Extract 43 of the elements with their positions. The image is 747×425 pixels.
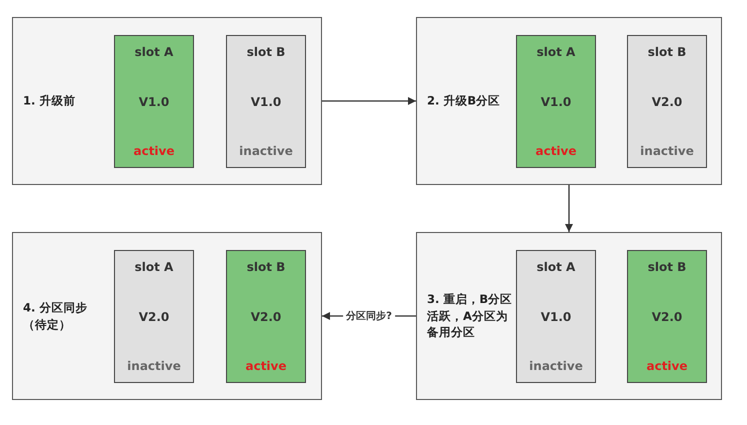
partition-slot — [114, 250, 194, 383]
slot-name: slot A — [536, 45, 576, 61]
version-label: V2.0 — [652, 94, 682, 110]
step-label: 3. 重启，B分区活跃，A分区为备用分区 — [427, 291, 513, 341]
version-label: V2.0 — [652, 310, 682, 326]
version-label: V2.0 — [138, 310, 170, 326]
slot-name: slot B — [246, 45, 286, 61]
slot-name: slot A — [134, 260, 174, 276]
stage-panel — [12, 17, 322, 185]
arrow — [565, 185, 573, 232]
partition-slot — [516, 35, 596, 168]
version-label: V1.0 — [250, 94, 282, 110]
status-label: inactive — [239, 144, 293, 160]
status-label: active — [133, 144, 175, 160]
partition-slot — [516, 250, 596, 383]
stage-panel — [416, 232, 722, 400]
slot-name: slot B — [648, 260, 686, 276]
slot-name: slot B — [246, 260, 286, 276]
step-label: 2. 升级B分区 — [427, 92, 502, 110]
status-label: active — [535, 144, 577, 160]
version-label: V2.0 — [250, 310, 282, 326]
status-label: inactive — [529, 359, 583, 375]
status-label: active — [245, 359, 287, 375]
arrow — [322, 97, 416, 105]
version-label: V1.0 — [540, 310, 572, 326]
stage-panel — [12, 232, 322, 400]
version-label: V1.0 — [138, 94, 170, 110]
partition-slot — [226, 35, 306, 168]
edge-label: 分区同步? — [343, 309, 395, 323]
partition-slot — [627, 35, 707, 168]
version-label: V1.0 — [540, 94, 572, 110]
partition-slot — [226, 250, 306, 383]
status-label: inactive — [640, 144, 694, 160]
slot-name: slot A — [536, 260, 576, 276]
step-label: 1. 升级前 — [23, 92, 76, 110]
step-label: 4. 分区同步（待定） — [23, 299, 88, 333]
slot-name: slot A — [134, 45, 174, 61]
partition-slot — [627, 250, 707, 383]
partition-slot — [114, 35, 194, 168]
status-label: active — [646, 359, 688, 375]
slot-name: slot B — [648, 45, 686, 61]
stage-panel — [416, 17, 722, 185]
status-label: inactive — [127, 359, 181, 375]
